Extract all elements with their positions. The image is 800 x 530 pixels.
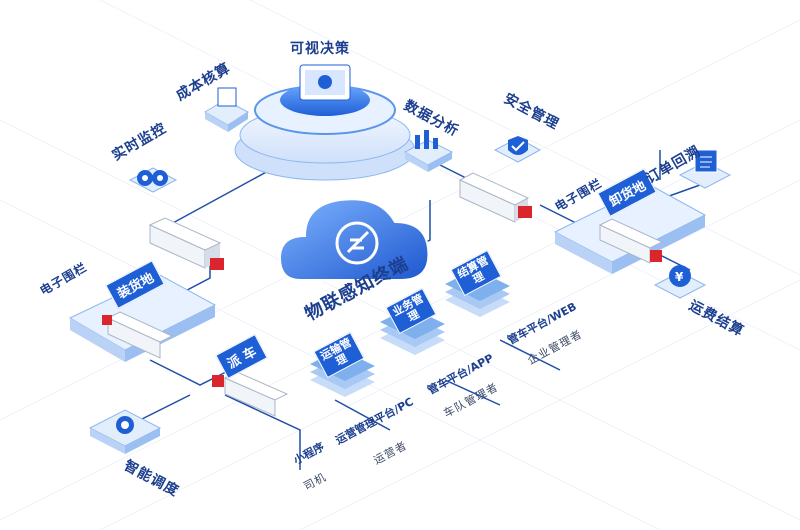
dispatch-hub-icon <box>88 409 162 454</box>
monitor-eye-icon <box>128 167 178 193</box>
truck-loading <box>102 311 174 359</box>
shield-check-icon <box>493 136 542 163</box>
data-chart-icon <box>403 130 454 172</box>
truck-dispatch <box>212 371 289 417</box>
cloud-logo-icon <box>278 198 430 281</box>
visual-decision-label: 可视决策 <box>290 41 350 57</box>
yen-coin-icon: ¥ <box>653 265 707 299</box>
truck-unloading <box>598 218 664 264</box>
unloading-geofence-platform <box>553 184 707 274</box>
visual-decision-platform <box>234 64 416 181</box>
truck-top-left <box>148 217 224 270</box>
order-receipt-icon <box>678 149 732 189</box>
svg-text:¥: ¥ <box>675 270 684 284</box>
cost-device-icon <box>204 87 249 132</box>
truck-top-right <box>458 172 532 223</box>
